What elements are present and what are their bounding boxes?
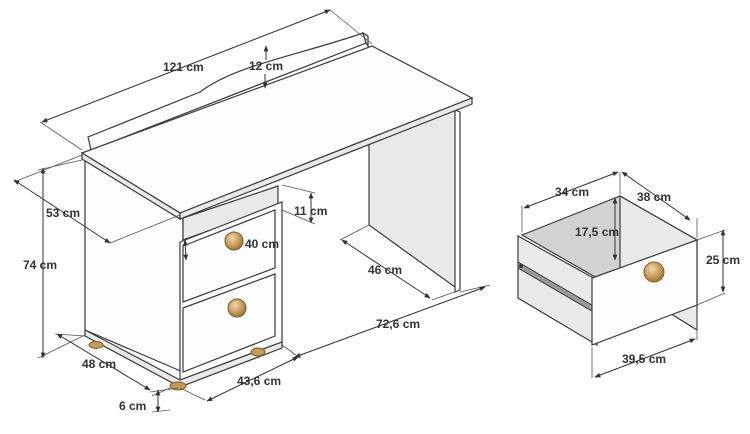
- desk-drawer-bottom: [182, 273, 276, 373]
- desk-drawer-top: [182, 209, 276, 303]
- label-desk-back-panel-height: 12 cm: [249, 59, 283, 73]
- label-desk-width: 121 cm: [163, 60, 204, 74]
- label-desk-height: 74 cm: [23, 258, 57, 272]
- dimension-labels: 121 cm 12 cm 53 cm 74 cm 11 cm 40 cm 46 …: [23, 59, 740, 413]
- desk-foot-back: [88, 341, 104, 349]
- label-desk-pedestal-depth: 48 cm: [82, 357, 116, 371]
- desk-foot-front: [169, 381, 187, 391]
- drawer-drawing: [517, 194, 699, 347]
- label-drawer-inner-depth: 38 cm: [637, 190, 671, 204]
- label-desk-foot-height: 6 cm: [119, 399, 146, 413]
- label-desk-shelf-height: 11 cm: [294, 204, 327, 218]
- desk-drawing: [80, 31, 474, 391]
- label-desk-knee-width: 72,6 cm: [376, 317, 420, 331]
- drawer-knob: [643, 261, 665, 283]
- desk-drawer-knob-bottom: [227, 298, 247, 318]
- label-drawer-inner-height: 17,5 cm: [575, 225, 619, 239]
- label-drawer-inner-width: 34 cm: [555, 185, 589, 199]
- label-desk-depth: 53 cm: [46, 206, 80, 220]
- dimension-lines: [13, 9, 726, 413]
- desk-drawer-knob-top: [224, 231, 244, 251]
- label-desk-drawer-width: 40 cm: [245, 237, 279, 251]
- desk-back-panel-edge: [361, 31, 369, 48]
- label-desk-knee-depth: 46 cm: [368, 263, 402, 277]
- label-drawer-front-height: 25 cm: [706, 253, 740, 267]
- desk-foot-right: [250, 347, 266, 357]
- label-desk-pedestal-width: 43,6 cm: [237, 374, 281, 388]
- label-drawer-front-width: 39,5 cm: [622, 352, 666, 366]
